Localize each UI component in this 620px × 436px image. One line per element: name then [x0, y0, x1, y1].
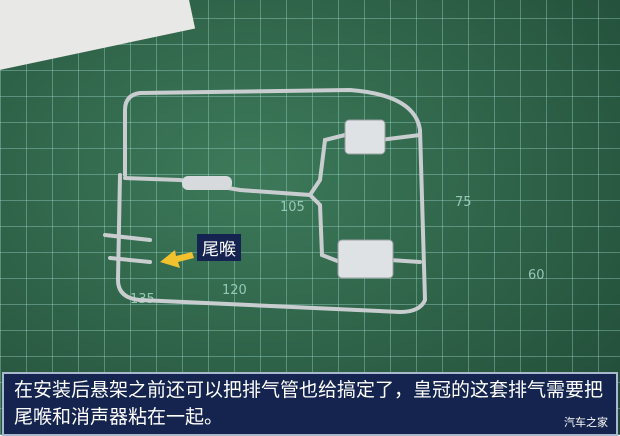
watermark: 汽车之家 [564, 416, 608, 429]
arrow-icon [160, 250, 194, 268]
mat-label: 120 [222, 283, 247, 298]
caption-box: 在安装后悬架之前还可以把排气管也给搞定了，皇冠的这套排气需要把尾喉和消声器粘在一… [2, 372, 618, 436]
mat-label: 75 [455, 195, 472, 210]
caption-text: 在安装后悬架之前还可以把排气管也给搞定了，皇冠的这套排气需要把尾喉和消声器粘在一… [14, 379, 604, 428]
mat-label: 105 [280, 200, 305, 215]
mat-label: 60 [528, 268, 545, 283]
label-tag: 尾喉 [197, 234, 241, 261]
